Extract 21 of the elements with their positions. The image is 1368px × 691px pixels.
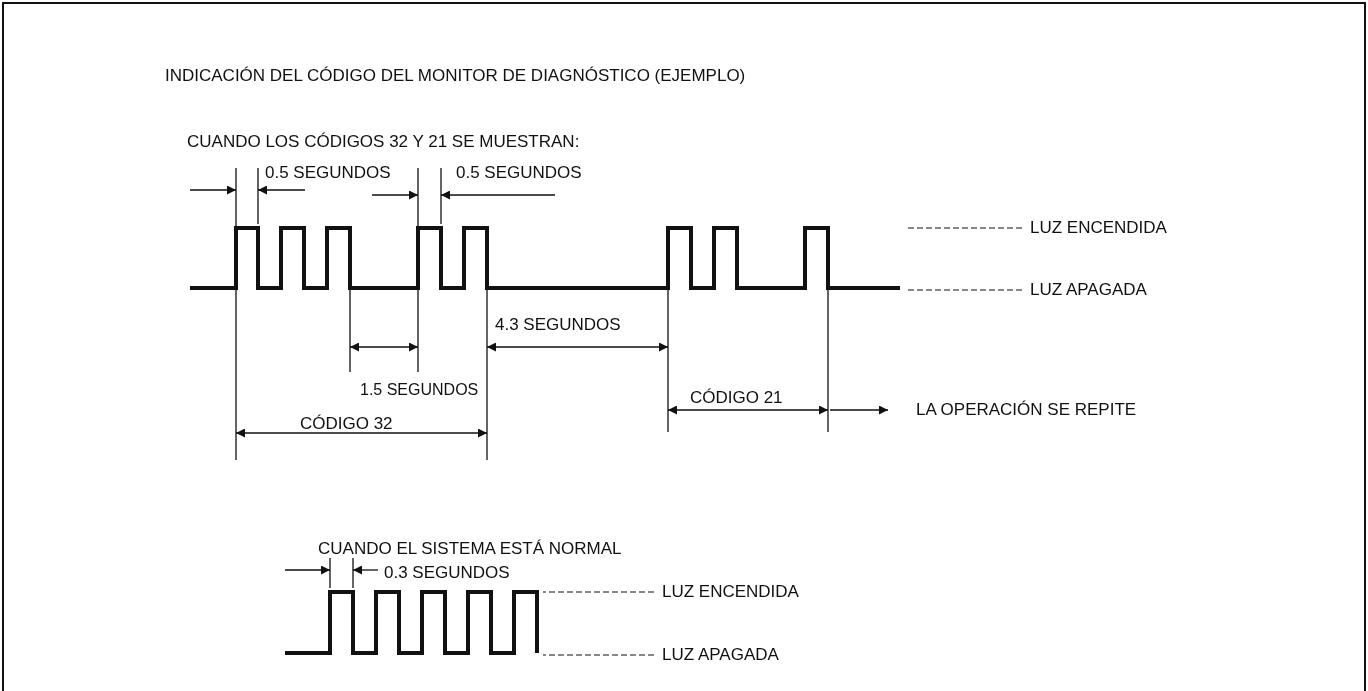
dimension-label: 0.5 SEGUNDOS <box>265 163 391 183</box>
level-label: LUZ ENCENDIDA <box>662 582 799 602</box>
dimension-label: 1.5 SEGUNDOS <box>360 380 479 400</box>
note-text: LA OPERACIÓN SE REPITE <box>916 400 1137 420</box>
leader-line <box>905 227 1023 229</box>
level-label: LUZ APAGADA <box>1030 280 1147 300</box>
pulse-train-drawing <box>285 590 539 655</box>
leader-line <box>905 289 1023 291</box>
dimension-label: 0.3 SEGUNDOS <box>384 563 510 583</box>
dimension-label: 0.5 SEGUNDOS <box>456 163 582 183</box>
diagram-title: INDICACIÓN DEL CÓDIGO DEL MONITOR DE DIAGNÓSTICO (EJEMPLO) <box>165 66 746 86</box>
level-label: LUZ APAGADA <box>662 645 779 665</box>
dimension-label: CÓDIGO 21 <box>690 388 783 408</box>
section-heading: CUANDO EL SISTEMA ESTÁ NORMAL <box>318 539 622 559</box>
level-label: LUZ ENCENDIDA <box>1030 218 1167 238</box>
leader-line <box>542 591 655 593</box>
pulse-train-drawing <box>190 226 900 290</box>
leader-line <box>542 654 655 656</box>
section-heading: CUANDO LOS CÓDIGOS 32 Y 21 SE MUESTRAN: <box>187 132 580 152</box>
dimension-label: CÓDIGO 32 <box>300 414 393 434</box>
dimension-label: 4.3 SEGUNDOS <box>495 315 621 335</box>
